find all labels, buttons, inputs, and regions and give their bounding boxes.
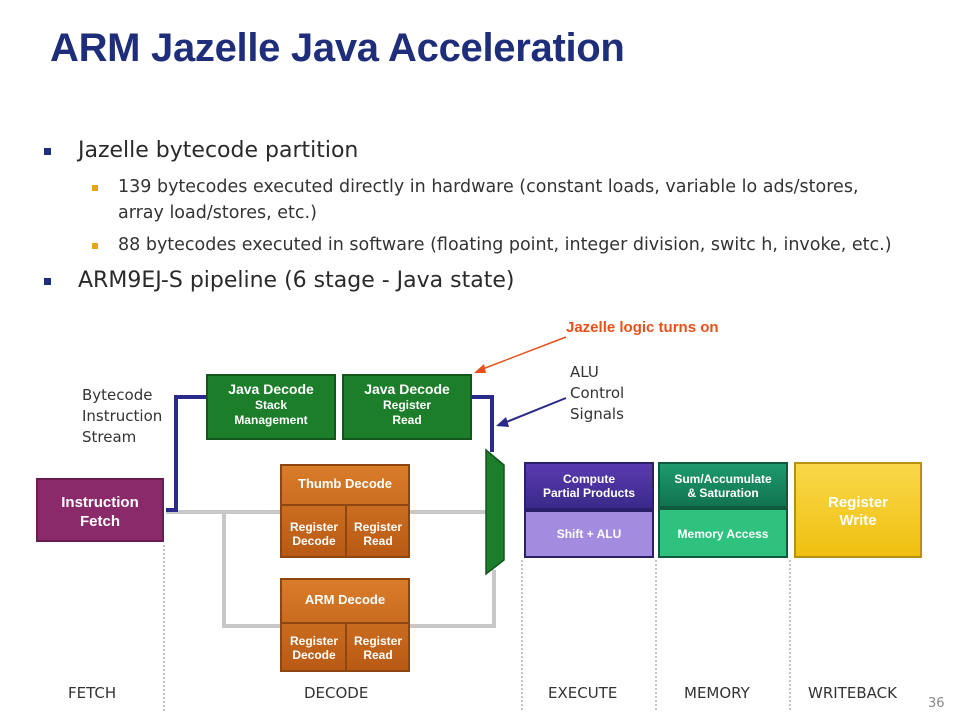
jazelle-callout: Jazelle logic turns on bbox=[566, 319, 719, 336]
stage-label-fetch: FETCH bbox=[68, 684, 117, 702]
stage-label-memory: MEMORY bbox=[684, 684, 750, 702]
java-decode-stack-box: Java Decode Stack Management bbox=[206, 374, 336, 440]
instruction-fetch-box: Instruction Fetch bbox=[36, 478, 164, 542]
bullet-list: Jazelle bytecode partition 139 bytecodes… bbox=[44, 136, 904, 296]
stage-label-execute: EXECUTE bbox=[548, 684, 618, 702]
sub-bullet-hardware: 139 bytecodes executed directly in hardw… bbox=[80, 174, 904, 226]
bytecode-stream-label: Bytecode Instruction Stream bbox=[82, 386, 163, 446]
bullet-jazelle-partition: Jazelle bytecode partition bbox=[44, 136, 904, 166]
stage-label-writeback: WRITEBACK bbox=[808, 684, 897, 702]
bullet-pipeline: ARM9EJ-S pipeline (6 stage - Java state) bbox=[44, 266, 904, 296]
sum-accumulate-box: Sum/Accumulate& Saturation bbox=[658, 462, 788, 508]
slide-title: ARM Jazelle Java Acceleration bbox=[50, 26, 625, 70]
page-number: 36 bbox=[928, 696, 945, 711]
shift-alu-box: Shift + ALU bbox=[524, 510, 654, 558]
stage-label-decode: DECODE bbox=[304, 684, 369, 702]
java-decode-register-box: Java Decode Register Read bbox=[342, 374, 472, 440]
alu-control-signals-label: ALU Control Signals bbox=[570, 363, 625, 423]
memory-access-box: Memory Access bbox=[658, 508, 788, 558]
sub-bullet-software: 88 bytecodes executed in software (float… bbox=[80, 232, 904, 258]
